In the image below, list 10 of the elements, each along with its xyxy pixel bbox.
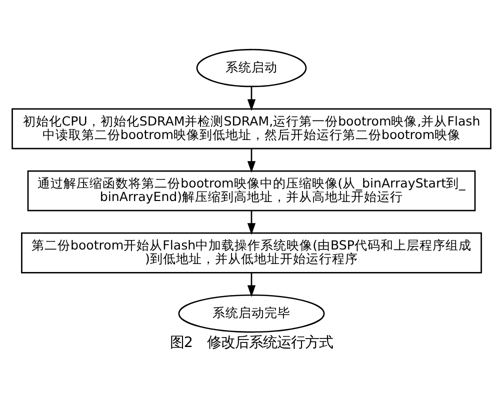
arrow <box>247 86 256 110</box>
caption: 图2 修改后系统运行方式 <box>170 334 334 351</box>
arrow <box>247 210 256 234</box>
node-box: 初始化CPU，初始化SDRAM并检测SDRAM,运行第一份bootrom映像,并从Flash中读取第二份bootrom映像到低地址，然后开始运行第二份bootrom映像 <box>12 108 492 149</box>
arrow <box>247 148 256 172</box>
node-box: 通过解压缩函数将第二份bootrom映像中的压缩映像(从_binArrayStart到_binArrayEnd)解压缩到高地址，并从高地址开始运行 <box>27 170 476 211</box>
node-ellipse: 系统启动完毕 <box>178 294 325 332</box>
node-ellipse: 系统启动 <box>196 48 307 87</box>
arrow <box>247 272 256 296</box>
node-box: 第二份bootrom开始从Flash中加载操作系统映像(由BSP代码和上层程序组成)到低地址，并从低地址开始运行程序 <box>21 232 482 273</box>
